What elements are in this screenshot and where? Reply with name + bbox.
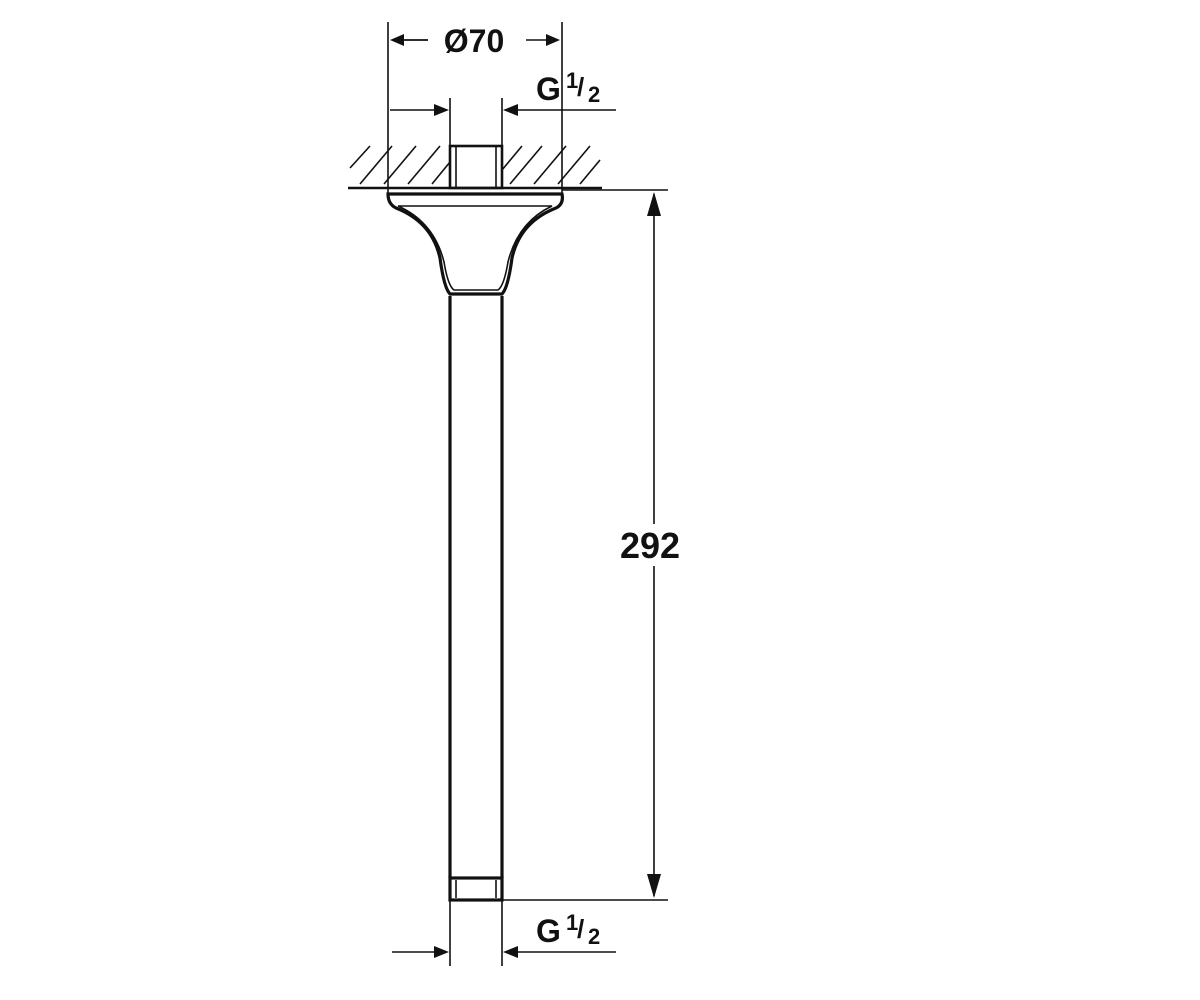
top-thread-stub <box>448 144 504 190</box>
length-dimension: 292 <box>502 189 694 901</box>
length-label: 292 <box>620 525 680 566</box>
bottom-thread-outlet <box>448 876 504 902</box>
shower-arm-pipe <box>448 296 504 878</box>
bottom-thread-fraction-slash: / <box>577 914 584 944</box>
ceiling-rosette <box>386 192 564 296</box>
bottom-thread-fraction-num: 1 <box>566 910 578 935</box>
ceiling-hatch <box>348 145 602 190</box>
top-thread-letter: G <box>536 71 561 107</box>
top-thread-fraction-den: 2 <box>588 82 600 107</box>
top-thread-fraction-slash: / <box>577 72 584 102</box>
bottom-thread-letter: G <box>536 913 561 949</box>
bottom-thread-dimension: G 1 / 2 <box>392 900 616 966</box>
diameter-label: Ø70 <box>444 23 504 59</box>
bottom-thread-fraction-den: 2 <box>588 924 600 949</box>
diameter-dimension: Ø70 <box>387 22 563 194</box>
top-thread-dimension: G 1 / 2 <box>390 68 616 146</box>
top-thread-fraction-num: 1 <box>566 68 578 93</box>
